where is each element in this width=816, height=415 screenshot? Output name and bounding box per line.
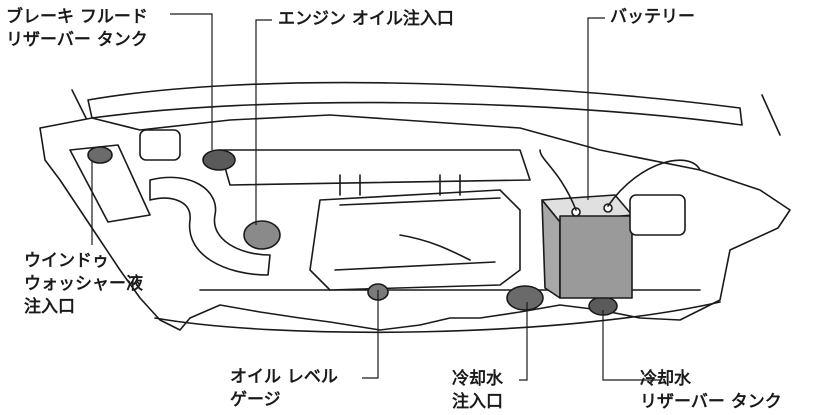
hood-outline — [87, 81, 743, 126]
label-washer-fluid-filler: ウインドゥ ウォッシャー液 注入口 — [24, 251, 143, 317]
leader-battery — [587, 17, 605, 200]
label-battery: バッテリー — [610, 7, 695, 27]
washer-cap — [87, 146, 113, 164]
intake-manifold — [219, 149, 531, 186]
coolant-cap — [506, 285, 544, 311]
engine-cover — [309, 189, 521, 291]
brake-cap — [202, 149, 236, 171]
oil-filler-cap — [243, 220, 281, 250]
fuse-box — [629, 194, 686, 236]
leader-brake — [170, 13, 213, 150]
label-coolant-filler: 冷却水 注入口 — [452, 369, 503, 412]
battery-terminal-b — [603, 203, 613, 213]
battery-front — [559, 215, 633, 299]
intake-fins — [339, 174, 461, 196]
brake-master-cylinder — [139, 129, 181, 161]
label-engine-oil-filler: エンジン オイル注入口 — [278, 9, 454, 29]
label-coolant-reservoir: 冷却水 リザーバー タンク — [640, 369, 782, 412]
leader-coolant-reservoir — [602, 310, 660, 381]
label-brake-fluid-reservoir: ブレーキ フルード リザーバー タンク — [6, 7, 148, 50]
battery-cable — [539, 149, 701, 211]
leader-oil-gauge — [362, 290, 379, 379]
leader-coolant-filler — [519, 302, 528, 381]
air-intake-hose — [149, 176, 271, 276]
bumper-edge — [154, 301, 721, 334]
label-oil-level-gauge: オイル レベル ゲージ — [230, 367, 338, 410]
cross-hose — [399, 234, 471, 261]
engine-cover-detail — [334, 197, 501, 271]
leader-oil-filler — [255, 19, 272, 225]
